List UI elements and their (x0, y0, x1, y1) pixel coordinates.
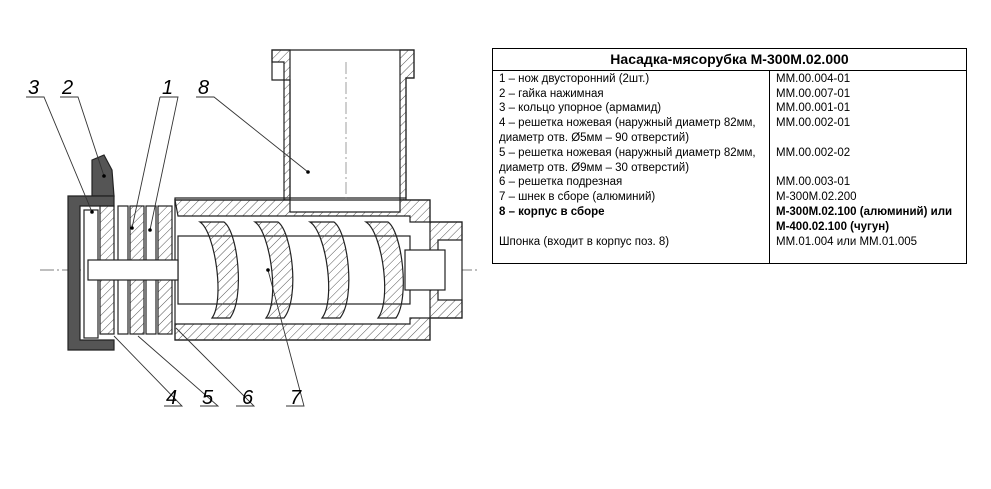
meat-grinder-drawing: 3 2 1 8 4 5 6 7 (26, 49, 480, 409)
grilles-and-knives (87, 205, 179, 335)
callout-6: 6 (242, 387, 254, 409)
callout-5: 5 (202, 387, 214, 409)
leader-lines (26, 96, 309, 407)
part-desc: Шпонка (входит в корпус поз. 8) (499, 235, 670, 248)
auger-part (177, 221, 446, 319)
part-code: ММ.00.003-01 (769, 175, 967, 191)
callout-4: 4 (166, 387, 177, 409)
table-row: 1 – нож двусторонний (2шт.) ММ.00.004-01 (493, 70, 967, 87)
callout-3: 3 (28, 77, 39, 99)
table-title-row: Насадка-мясорубка М-300М.02.000 (492, 48, 967, 71)
part-code: М-300М.02.100 (алюминий) или М-400.02.10… (769, 204, 967, 235)
part-code: ММ.00.001-01 (769, 101, 967, 117)
part-desc: 8 – корпус в сборе (499, 205, 605, 218)
table-row: 7 – шнек в сборе (алюминий) М-300М.02.20… (493, 190, 967, 205)
table-row: 6 – решетка подрезная ММ.00.003-01 (493, 175, 967, 191)
part-code: М-300М.02.200 (769, 190, 967, 205)
part-desc: 7 – шнек в сборе (алюминий) (499, 191, 656, 204)
part-code: ММ.00.002-02 (769, 145, 967, 176)
callout-8: 8 (198, 77, 209, 99)
callout-2: 2 (61, 77, 73, 99)
part-desc: 2 – гайка нажимная (499, 87, 604, 100)
table-row: 3 – кольцо упорное (армамид) ММ.00.001-0… (493, 101, 967, 117)
part-code: ММ.00.004-01 (769, 70, 967, 87)
part-desc: 4 – решетка ножевая (наружный диаметр 82… (499, 117, 756, 144)
part-desc: 3 – кольцо упорное (армамид) (499, 102, 662, 115)
part-desc: 1 – нож двусторонний (2шт.) (499, 72, 650, 85)
parts-table: Насадка-мясорубка М-300М.02.000 1 – нож … (492, 48, 967, 265)
part-desc: 6 – решетка подрезная (499, 176, 623, 189)
part-code: ММ.00.002-01 (769, 116, 967, 146)
part-code: ММ.01.004 или ММ.01.005 (769, 234, 967, 264)
press-nut-part (67, 154, 115, 351)
callout-7: 7 (290, 387, 302, 409)
table-row: 4 – решетка ножевая (наружный диаметр 82… (493, 116, 967, 146)
callout-1: 1 (162, 77, 173, 99)
table-title: Насадка-мясорубка М-300М.02.000 (492, 48, 967, 71)
table-row: Шпонка (входит в корпус поз. 8) ММ.01.00… (493, 234, 967, 264)
table-row: 5 – решетка ножевая (наружный диаметр 82… (493, 145, 967, 176)
table-row: 8 – корпус в сборе М-300М.02.100 (алюмин… (493, 204, 967, 235)
part-desc: 5 – решетка ножевая (наружный диаметр 82… (499, 146, 756, 174)
part-code: ММ.00.007-01 (769, 86, 967, 102)
table-row: 2 – гайка нажимная ММ.00.007-01 (493, 86, 967, 102)
